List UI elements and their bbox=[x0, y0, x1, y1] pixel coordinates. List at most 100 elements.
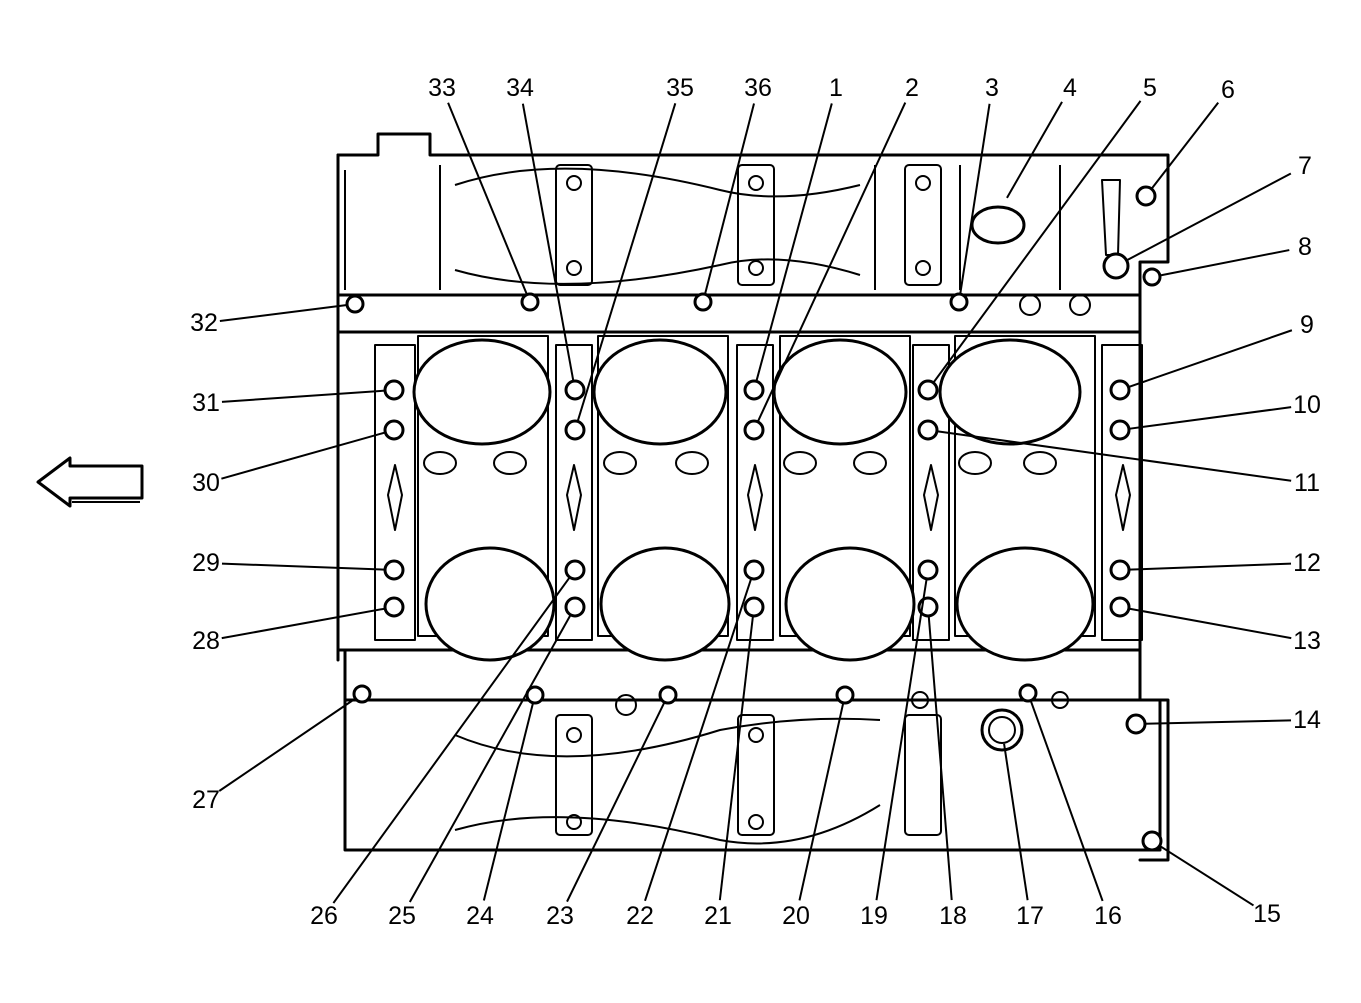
cylinder-bore bbox=[599, 546, 731, 662]
leader-line bbox=[644, 578, 753, 902]
callout-label: 24 bbox=[466, 902, 494, 930]
callout-label: 29 bbox=[192, 549, 220, 577]
leader-line bbox=[1003, 743, 1029, 901]
leader-line bbox=[1128, 562, 1292, 571]
leader-line bbox=[875, 578, 928, 901]
callout-13: 13 bbox=[1109, 596, 1321, 655]
callout-label: 1 bbox=[829, 74, 843, 102]
bolt-hole bbox=[1109, 596, 1131, 618]
bolt-hole bbox=[383, 559, 405, 581]
bolt-hole bbox=[693, 292, 713, 312]
callout-label: 7 bbox=[1298, 152, 1312, 180]
leader-line bbox=[332, 576, 571, 904]
callout-28: 28 bbox=[192, 596, 405, 655]
bolt-hole bbox=[520, 292, 540, 312]
bolt-hole bbox=[564, 379, 586, 401]
leader-line bbox=[1159, 844, 1255, 907]
callout-label: 3 bbox=[985, 74, 999, 102]
bolt-hole bbox=[743, 419, 765, 441]
leader-line bbox=[959, 103, 991, 295]
leader-line bbox=[1126, 172, 1292, 262]
callout-27: 27 bbox=[192, 684, 372, 814]
callout-10: 10 bbox=[1109, 391, 1321, 441]
callout-5: 5 bbox=[917, 74, 1157, 401]
callout-34: 34 bbox=[506, 74, 586, 401]
cylinder-bore bbox=[424, 546, 556, 662]
callout-label: 14 bbox=[1293, 706, 1321, 734]
cylinder-bore bbox=[784, 546, 916, 662]
callout-label: 23 bbox=[546, 902, 574, 930]
bolt-hole bbox=[352, 684, 372, 704]
callout-11: 11 bbox=[917, 419, 1320, 497]
leader-line bbox=[1150, 102, 1220, 190]
leader-line bbox=[704, 103, 755, 295]
leader-line bbox=[1128, 329, 1293, 388]
callout-label: 31 bbox=[192, 389, 220, 417]
oil-passage-oval bbox=[970, 205, 1026, 245]
callout-16: 16 bbox=[1018, 683, 1122, 930]
bolt-hole bbox=[525, 685, 545, 705]
callout-label: 8 bbox=[1298, 233, 1312, 261]
callout-label: 18 bbox=[939, 902, 967, 930]
callout-30: 30 bbox=[192, 419, 405, 497]
callout-33: 33 bbox=[428, 74, 540, 312]
callout-label: 22 bbox=[626, 902, 654, 930]
leader-line bbox=[1159, 249, 1290, 277]
bolt-hole bbox=[658, 685, 678, 705]
leader-line bbox=[566, 701, 666, 903]
leader-line bbox=[447, 102, 528, 295]
callout-35: 35 bbox=[564, 74, 694, 441]
callout-label: 12 bbox=[1293, 549, 1321, 577]
cylinder-bore bbox=[412, 338, 552, 446]
bolt-hole bbox=[949, 292, 969, 312]
callout-label: 21 bbox=[704, 902, 732, 930]
callout-4: 4 bbox=[1006, 74, 1077, 199]
leader-line bbox=[221, 562, 386, 571]
leader-line bbox=[1029, 700, 1104, 902]
callout-label: 5 bbox=[1143, 74, 1157, 102]
callout-29: 29 bbox=[192, 549, 405, 581]
bolt-hole bbox=[1141, 830, 1163, 852]
leader-line bbox=[755, 103, 833, 382]
callout-label: 9 bbox=[1300, 311, 1314, 339]
callout-1: 1 bbox=[743, 74, 843, 401]
callout-label: 35 bbox=[666, 74, 694, 102]
bolt-hole bbox=[743, 559, 765, 581]
cylinder-bore bbox=[955, 546, 1095, 662]
callout-7: 7 bbox=[1102, 152, 1312, 280]
callout-label: 10 bbox=[1293, 391, 1321, 419]
leader-line bbox=[1128, 607, 1292, 640]
bolt-hole bbox=[917, 419, 939, 441]
callout-label: 30 bbox=[192, 469, 220, 497]
leader-line bbox=[936, 430, 1292, 482]
bolt-hole bbox=[743, 379, 765, 401]
bolt-hole bbox=[743, 596, 765, 618]
bolt-hole bbox=[564, 559, 586, 581]
cylinder-bore bbox=[938, 338, 1082, 446]
callout-22: 22 bbox=[626, 559, 765, 930]
callout-label: 6 bbox=[1221, 76, 1235, 104]
callout-label: 16 bbox=[1094, 902, 1122, 930]
bolt-hole bbox=[1109, 419, 1131, 441]
bolt-hole bbox=[383, 419, 405, 441]
leader-line bbox=[521, 103, 575, 382]
leader-line bbox=[482, 702, 535, 901]
callout-label: 36 bbox=[744, 74, 772, 102]
callout-8: 8 bbox=[1142, 233, 1312, 287]
left-arrow-icon bbox=[36, 456, 144, 508]
leader-line bbox=[576, 103, 677, 422]
bolt-hole bbox=[1109, 379, 1131, 401]
bolt-hole bbox=[564, 596, 586, 618]
leader-line bbox=[932, 100, 1142, 384]
leader-line bbox=[1144, 719, 1292, 725]
callout-19: 19 bbox=[860, 559, 939, 930]
bolt-hole bbox=[1102, 252, 1130, 280]
cylinder-bore bbox=[772, 338, 908, 446]
leader-line bbox=[927, 615, 953, 901]
bolt-hole bbox=[917, 559, 939, 581]
callout-label: 27 bbox=[192, 786, 220, 814]
callout-label: 11 bbox=[1294, 469, 1320, 497]
